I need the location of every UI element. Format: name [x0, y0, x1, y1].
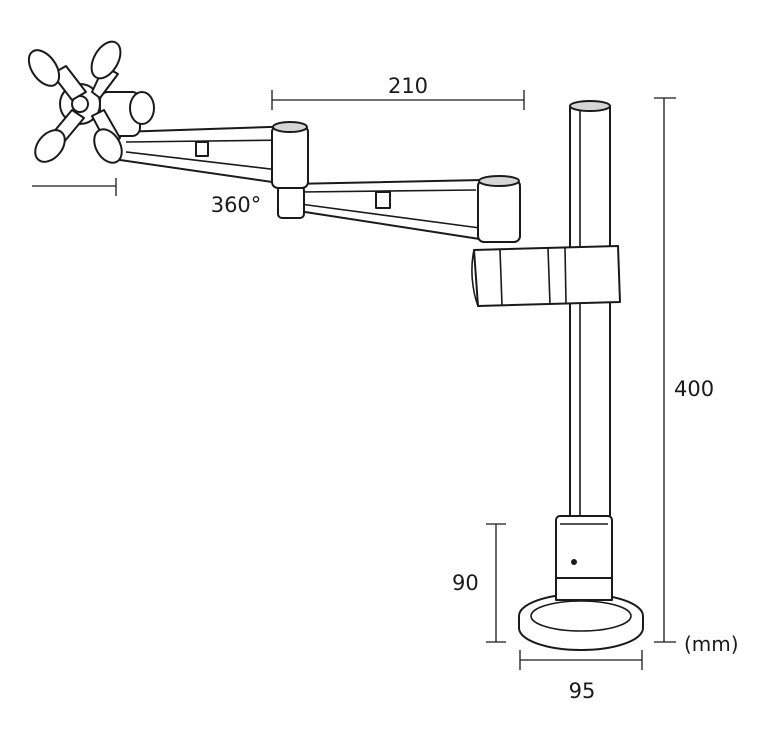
- dimension-arm-reach: [271, 90, 525, 110]
- pole-collar: [471, 245, 621, 307]
- clamp-screw-hole: [571, 559, 577, 565]
- dimension-clamp-height: [486, 523, 506, 643]
- pole: [569, 100, 611, 527]
- arm-segment-rear: [277, 175, 521, 243]
- pole-height-label: 400: [674, 377, 714, 401]
- base-plate: [518, 577, 644, 651]
- unit-label: (mm): [684, 632, 739, 656]
- dimension-base-width: [519, 650, 643, 670]
- rotation-label: 360°: [211, 193, 262, 217]
- dimension-pole-height: [654, 97, 676, 643]
- vesa-head: [27, 40, 155, 164]
- arm-reach-label: 210: [388, 74, 428, 98]
- clamp-height-label: 90: [452, 571, 479, 595]
- base-width-label: 95: [569, 679, 596, 703]
- dimension-head-offset: [32, 178, 117, 196]
- arm-segment-front: [117, 121, 309, 189]
